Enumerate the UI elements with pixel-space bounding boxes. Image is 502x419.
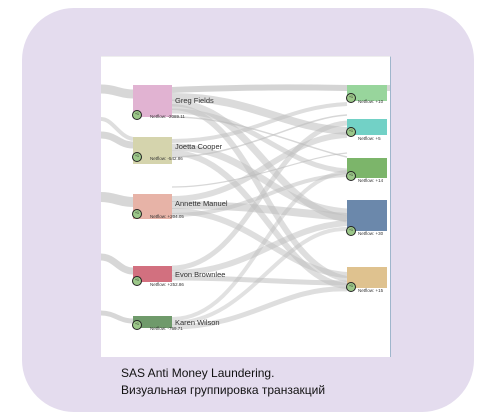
flow-link — [171, 120, 348, 271]
flow-link — [171, 132, 348, 202]
flow-link — [171, 152, 348, 188]
node-annette-manuel[interactable]: +1 Annette Manuel Netflow: +204.05 — [132, 194, 228, 219]
flow-link — [101, 117, 134, 141]
node-karen-wilson[interactable]: +1 Karen Wilson Netflow: -769.71 — [132, 316, 220, 331]
expand-badge-icon[interactable]: +1 — [346, 127, 356, 137]
node-right-1[interactable]: +1 Netflow: +10 — [346, 85, 387, 104]
node-netflow: Netflow: -2089.11 — [150, 114, 185, 119]
node-name: Karen Wilson — [175, 318, 220, 327]
flow-link — [171, 84, 348, 93]
node-name: Evon Brownlee — [175, 270, 226, 279]
expand-badge-icon[interactable]: +1 — [346, 226, 356, 236]
node-netflow: Netflow: +30 — [358, 231, 384, 236]
sankey-panel: +1 Greg Fields Netflow: -2089.11 +1 Joet… — [101, 56, 391, 357]
flow-link — [171, 201, 348, 221]
node-bar — [347, 158, 387, 178]
flow-link — [101, 84, 134, 99]
flow-link — [171, 114, 348, 158]
flow-link — [171, 102, 348, 143]
node-bar — [133, 316, 172, 328]
node-bar — [347, 119, 387, 135]
flow-link — [101, 310, 134, 324]
node-netflow: Netflow: +204.05 — [150, 214, 184, 219]
node-netflow: Netflow: +14 — [358, 178, 384, 183]
node-name: Joetta Cooper — [175, 142, 223, 151]
expand-badge-icon[interactable]: +1 — [346, 93, 356, 103]
flow-link — [101, 192, 134, 207]
node-netflow: Netflow: -769.71 — [150, 326, 183, 331]
expand-badge-icon[interactable]: +1 — [132, 209, 142, 219]
flow-link — [171, 275, 348, 286]
node-bar — [347, 267, 387, 288]
node-name: Greg Fields — [175, 96, 214, 105]
expand-badge-icon[interactable]: +1 — [132, 110, 142, 120]
flow-link — [171, 226, 348, 325]
node-name: Annette Manuel — [175, 199, 228, 208]
node-right-4[interactable]: +1 Netflow: +30 — [346, 200, 387, 236]
caption-title: SAS Anti Money Laundering. — [121, 366, 275, 380]
node-evon-brownlee[interactable]: +1 Evon Brownlee Netflow: +252.86 — [132, 266, 225, 287]
node-joetta-cooper[interactable]: +1 Joetta Cooper Netflow: -542.86 — [132, 137, 222, 164]
node-netflow: Netflow: -542.86 — [150, 156, 183, 161]
node-netflow: Netflow: +10 — [358, 99, 384, 104]
node-right-5[interactable]: +1 Netflow: +15 — [346, 267, 387, 293]
flow-link — [171, 108, 348, 174]
slide-caption: SAS Anti Money Laundering. Визуальная гр… — [121, 365, 421, 399]
flow-link — [171, 116, 348, 158]
flow-links — [101, 84, 390, 330]
flow-link — [101, 253, 134, 275]
expand-badge-icon[interactable]: +1 — [132, 276, 142, 286]
node-bar — [133, 266, 172, 282]
caption-subtitle: Визуальная группировка транзакций — [121, 383, 326, 397]
flow-link — [171, 286, 348, 330]
node-right-3[interactable]: +1 Netflow: +14 — [346, 158, 387, 183]
flow-link — [171, 150, 348, 289]
expand-badge-icon[interactable]: +1 — [132, 320, 142, 330]
flow-link — [101, 131, 134, 149]
expand-badge-icon[interactable]: +1 — [346, 171, 356, 181]
expand-badge-icon[interactable]: +1 — [132, 152, 142, 162]
expand-badge-icon[interactable]: +1 — [346, 282, 356, 292]
node-right-2[interactable]: +1 Netflow: +5 — [346, 119, 387, 141]
node-bar — [347, 200, 387, 231]
flow-link — [171, 143, 348, 216]
flow-link — [171, 220, 348, 276]
flow-link — [171, 170, 348, 321]
node-netflow: Netflow: +15 — [358, 288, 384, 293]
node-bar — [347, 85, 387, 101]
node-netflow: Netflow: +252.86 — [150, 282, 184, 287]
node-netflow: Netflow: +5 — [358, 136, 381, 141]
node-greg-fields[interactable]: +1 Greg Fields Netflow: -2089.11 — [132, 85, 214, 120]
